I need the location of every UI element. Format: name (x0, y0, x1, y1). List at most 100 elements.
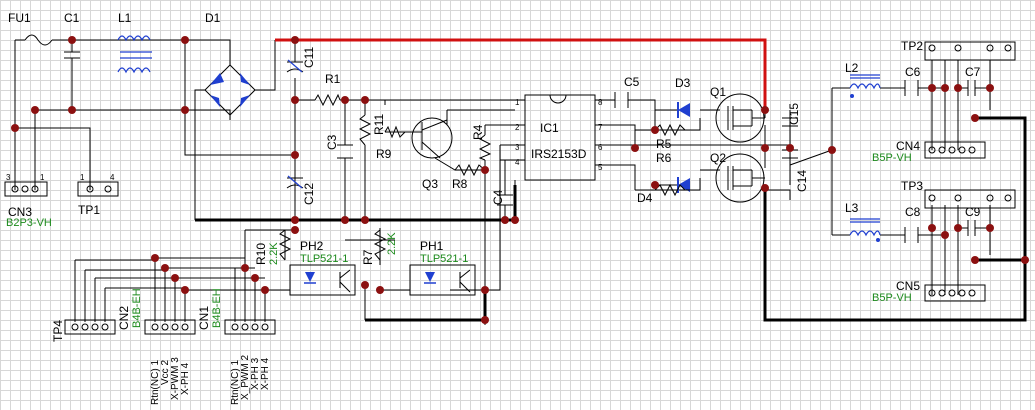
capacitor-c1 (64, 51, 80, 59)
tp1-pin-4: 4 (110, 173, 115, 182)
fuse-symbol (24, 34, 53, 46)
tp1-pin-1: 1 (80, 173, 85, 182)
label-cn4: CN4 (896, 139, 920, 153)
capacitor-c5 (614, 92, 629, 108)
label-c6: C6 (905, 65, 921, 79)
connector-tp2 (924, 41, 1016, 61)
junction-dots (11, 36, 1029, 324)
capacitor-c6 (904, 80, 919, 96)
label-tp2: TP2 (901, 39, 923, 53)
resistor-r7 (373, 229, 387, 261)
inductor-l2 (849, 74, 881, 98)
cn3-pin-3: 3 (6, 173, 11, 182)
resistor-r6 (654, 183, 700, 197)
label-tp4: TP4 (51, 320, 65, 342)
capacitor-c7 (967, 80, 976, 96)
label-r8: R8 (452, 177, 468, 191)
vertical-labels: C11 C12 R11 R4 C4 C15 C14 R10 2.2K R7 2.… (51, 47, 809, 342)
label-cn3: CN3 (8, 205, 32, 219)
connector-tp4 (64, 319, 116, 335)
cn2-signal-2: Vcc 2 (160, 360, 171, 385)
connector-cn2 (144, 319, 196, 335)
cn2-signal-4: X-PH 4 (180, 362, 191, 395)
label-tp3: TP3 (901, 179, 923, 193)
diode-d3 (677, 102, 690, 118)
ic-irs2153d (515, 94, 596, 181)
resistor-r5 (654, 123, 700, 137)
label-r4: R4 (471, 124, 485, 140)
capacitor-c9 (967, 220, 976, 236)
label-c8: C8 (905, 205, 921, 219)
label-c11: C11 (302, 47, 316, 68)
cn1-signal-4: X-PH 4 (260, 357, 271, 390)
ic-pin-7: 7 (598, 123, 603, 132)
cn3-pin-1: 1 (40, 173, 45, 182)
label-tlp-ph2: TLP521-1 (300, 253, 348, 265)
label-b5p-cn4: B5P-VH (872, 152, 912, 164)
capacitor-c4 (497, 194, 513, 206)
label-c4: C4 (491, 189, 505, 205)
cn2-signal-1: Rtn(NC) 1 (150, 360, 161, 405)
label-l2: L2 (845, 61, 859, 75)
label-r6: R6 (656, 151, 672, 165)
transistor-q3 (405, 117, 453, 159)
diode-d4 (677, 177, 690, 193)
resistor-r10 (278, 229, 292, 261)
label-r11: R11 (372, 114, 386, 135)
connector-cn4 (924, 141, 986, 159)
label-fu1: FU1 (8, 11, 31, 25)
label-c1: C1 (64, 11, 80, 25)
optocoupler-ph2 (289, 264, 356, 296)
label-cn2: CN2 (117, 306, 131, 330)
label-l1: L1 (118, 11, 132, 25)
mosfet-q1 (715, 93, 765, 143)
label-c3: C3 (325, 134, 339, 150)
label-q1: Q1 (710, 85, 726, 99)
optocoupler-ph1 (409, 264, 476, 296)
label-cn1-part: B4B-EH (211, 288, 223, 328)
label-r10: R10 (254, 243, 268, 265)
resistor-r11 (358, 114, 372, 146)
label-q2: Q2 (710, 151, 726, 165)
cn1-signal-3: X-PH 3 (250, 357, 261, 390)
label-ic1: IC1 (540, 121, 559, 135)
capacitor-c11 (286, 59, 304, 73)
cn2-signal-3: X-PWM 3 (170, 357, 181, 400)
ic-pin-6: 6 (598, 143, 603, 152)
ic-pin-1: 1 (515, 98, 520, 107)
capacitor-c12 (286, 175, 304, 189)
ic-pin-4: 4 (515, 158, 520, 167)
label-r9: R9 (376, 147, 392, 161)
choke-l1 (117, 35, 152, 74)
label-c12: C12 (302, 183, 316, 205)
resistor-r8 (454, 163, 486, 177)
cn1-signal-2: X_PWM 2 (240, 355, 251, 400)
ic-pin-5: 5 (598, 163, 603, 172)
label-irs: IRS2153D (531, 147, 587, 161)
label-b5p-cn5: B5P-VH (872, 292, 912, 304)
label-r7-value: 2.2K (386, 232, 398, 255)
resistor-r1 (314, 93, 341, 107)
connector-cn3 (4, 181, 48, 197)
label-r1: R1 (325, 72, 341, 86)
wires (14, 39, 991, 325)
ic-pin-8: 8 (598, 98, 603, 107)
label-tlp-ph1: TLP521-1 (420, 253, 468, 265)
resistor-r4 (478, 134, 492, 161)
label-r10-value: 2.2K (268, 242, 280, 265)
label-q3: Q3 (422, 177, 438, 191)
connector-tp3 (924, 189, 1016, 209)
label-d1: D1 (205, 11, 221, 25)
part-labels: TLP521-1 TLP521-1 B2P3-VH B5P-VH B5P-VH (6, 152, 912, 304)
power-rails (195, 38, 1027, 322)
label-cn2-part: B4B-EH (131, 288, 143, 328)
label-c7: C7 (965, 65, 981, 79)
label-c5: C5 (624, 75, 640, 89)
label-r7: R7 (361, 249, 375, 265)
ic-pin-3: 3 (515, 143, 520, 152)
label-tp1: TP1 (78, 203, 100, 217)
label-ph2: PH2 (300, 239, 324, 253)
label-c15: C15 (787, 103, 801, 125)
